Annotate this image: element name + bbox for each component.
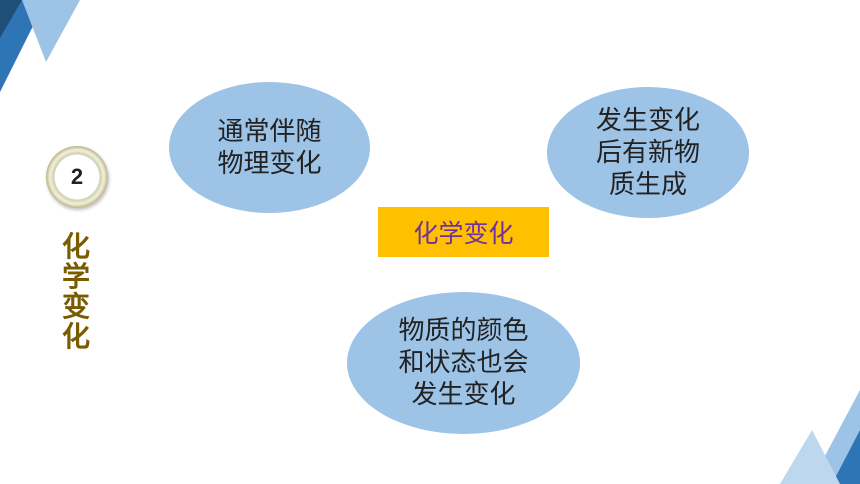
bubble-line: 后有新物 [595,137,700,168]
side-title-char: 化 [61,230,90,263]
bubble-line: 质生成 [608,169,687,200]
bubble-bottom: 物质的颜色 和状态也会 发生变化 [347,292,580,434]
center-concept-box: 化学变化 [378,207,549,257]
side-title-char: 化 [61,320,90,353]
bubble-line: 物质的颜色 [398,316,529,346]
bubble-top-left: 通常伴随 物理变化 [169,82,370,213]
section-number-badge: 2 [46,146,108,208]
bubble-line: 通常伴随 [217,116,322,147]
side-title: 化 学 变 化 [56,232,96,352]
bubble-line: 物理变化 [217,148,322,179]
side-title-char: 学 [61,260,90,293]
section-number: 2 [70,164,84,189]
center-concept-label: 化学变化 [413,219,514,248]
bubble-line: 发生变化 [595,105,700,136]
side-title-char: 变 [61,290,90,323]
bubble-line: 和状态也会 [398,348,529,378]
bubble-line: 发生变化 [411,380,516,410]
bubble-top-right: 发生变化 后有新物 质生成 [547,87,749,218]
